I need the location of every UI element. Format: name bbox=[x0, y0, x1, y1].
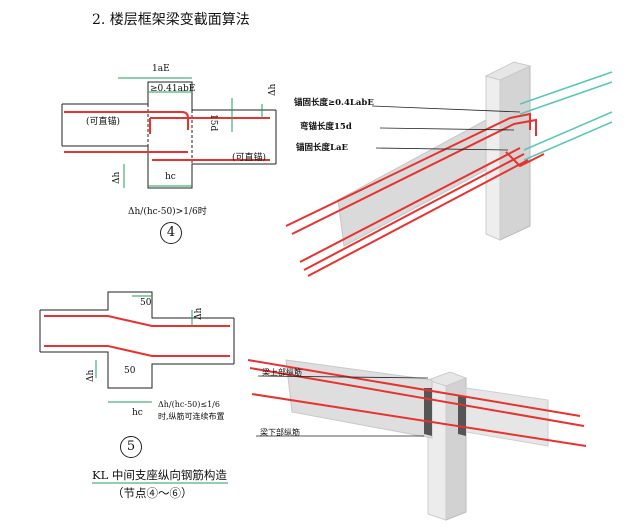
node4-label-right: (可直锚) bbox=[232, 153, 267, 163]
footer-title: KL 中间支座纵向钢筋构造 bbox=[92, 468, 227, 482]
render5-callout-top: 梁上部纵筋 bbox=[262, 368, 302, 377]
node4-top-outline bbox=[62, 81, 276, 111]
node4-dim-top: 1aE bbox=[152, 64, 170, 74]
node5-bottom-rebar bbox=[44, 345, 230, 357]
node4-dim-hc: hc bbox=[165, 172, 176, 182]
node4-label-left: (可直锚) bbox=[86, 117, 121, 127]
render4-callout-lae: 锚固长度LaE bbox=[296, 143, 348, 153]
node5-condition-line2: 时,纵筋可连续布置 bbox=[158, 412, 225, 421]
render5-callout-bottom: 梁下部纵筋 bbox=[260, 428, 300, 437]
node5-number: 5 bbox=[120, 436, 142, 458]
node5-dim-50-top: 50 bbox=[140, 298, 152, 308]
node5-dim-hc: hc bbox=[132, 408, 143, 418]
render4-callout-bend: 弯锚长度15d bbox=[300, 122, 352, 132]
node5-condition-line1: Δh/(hc-50)≤1/6 bbox=[158, 400, 220, 409]
footer-subtitle: （节点④～⑥） bbox=[112, 486, 193, 500]
render4-callout-anchor: 锚固长度≥0.4LabE bbox=[294, 98, 374, 108]
node4-dim-anchor: ≥0.41abE bbox=[150, 84, 196, 94]
node5-top-rebar bbox=[44, 315, 230, 327]
node4-condition: Δh/(hc-50)>1/6时 bbox=[128, 207, 207, 217]
node5-dim-50-bottom: 50 bbox=[124, 366, 136, 376]
node4-bottom-outline bbox=[62, 145, 276, 189]
node4-number: 4 bbox=[160, 222, 182, 244]
section-heading: 2. 楼层框架梁变截面算法 bbox=[92, 12, 250, 28]
